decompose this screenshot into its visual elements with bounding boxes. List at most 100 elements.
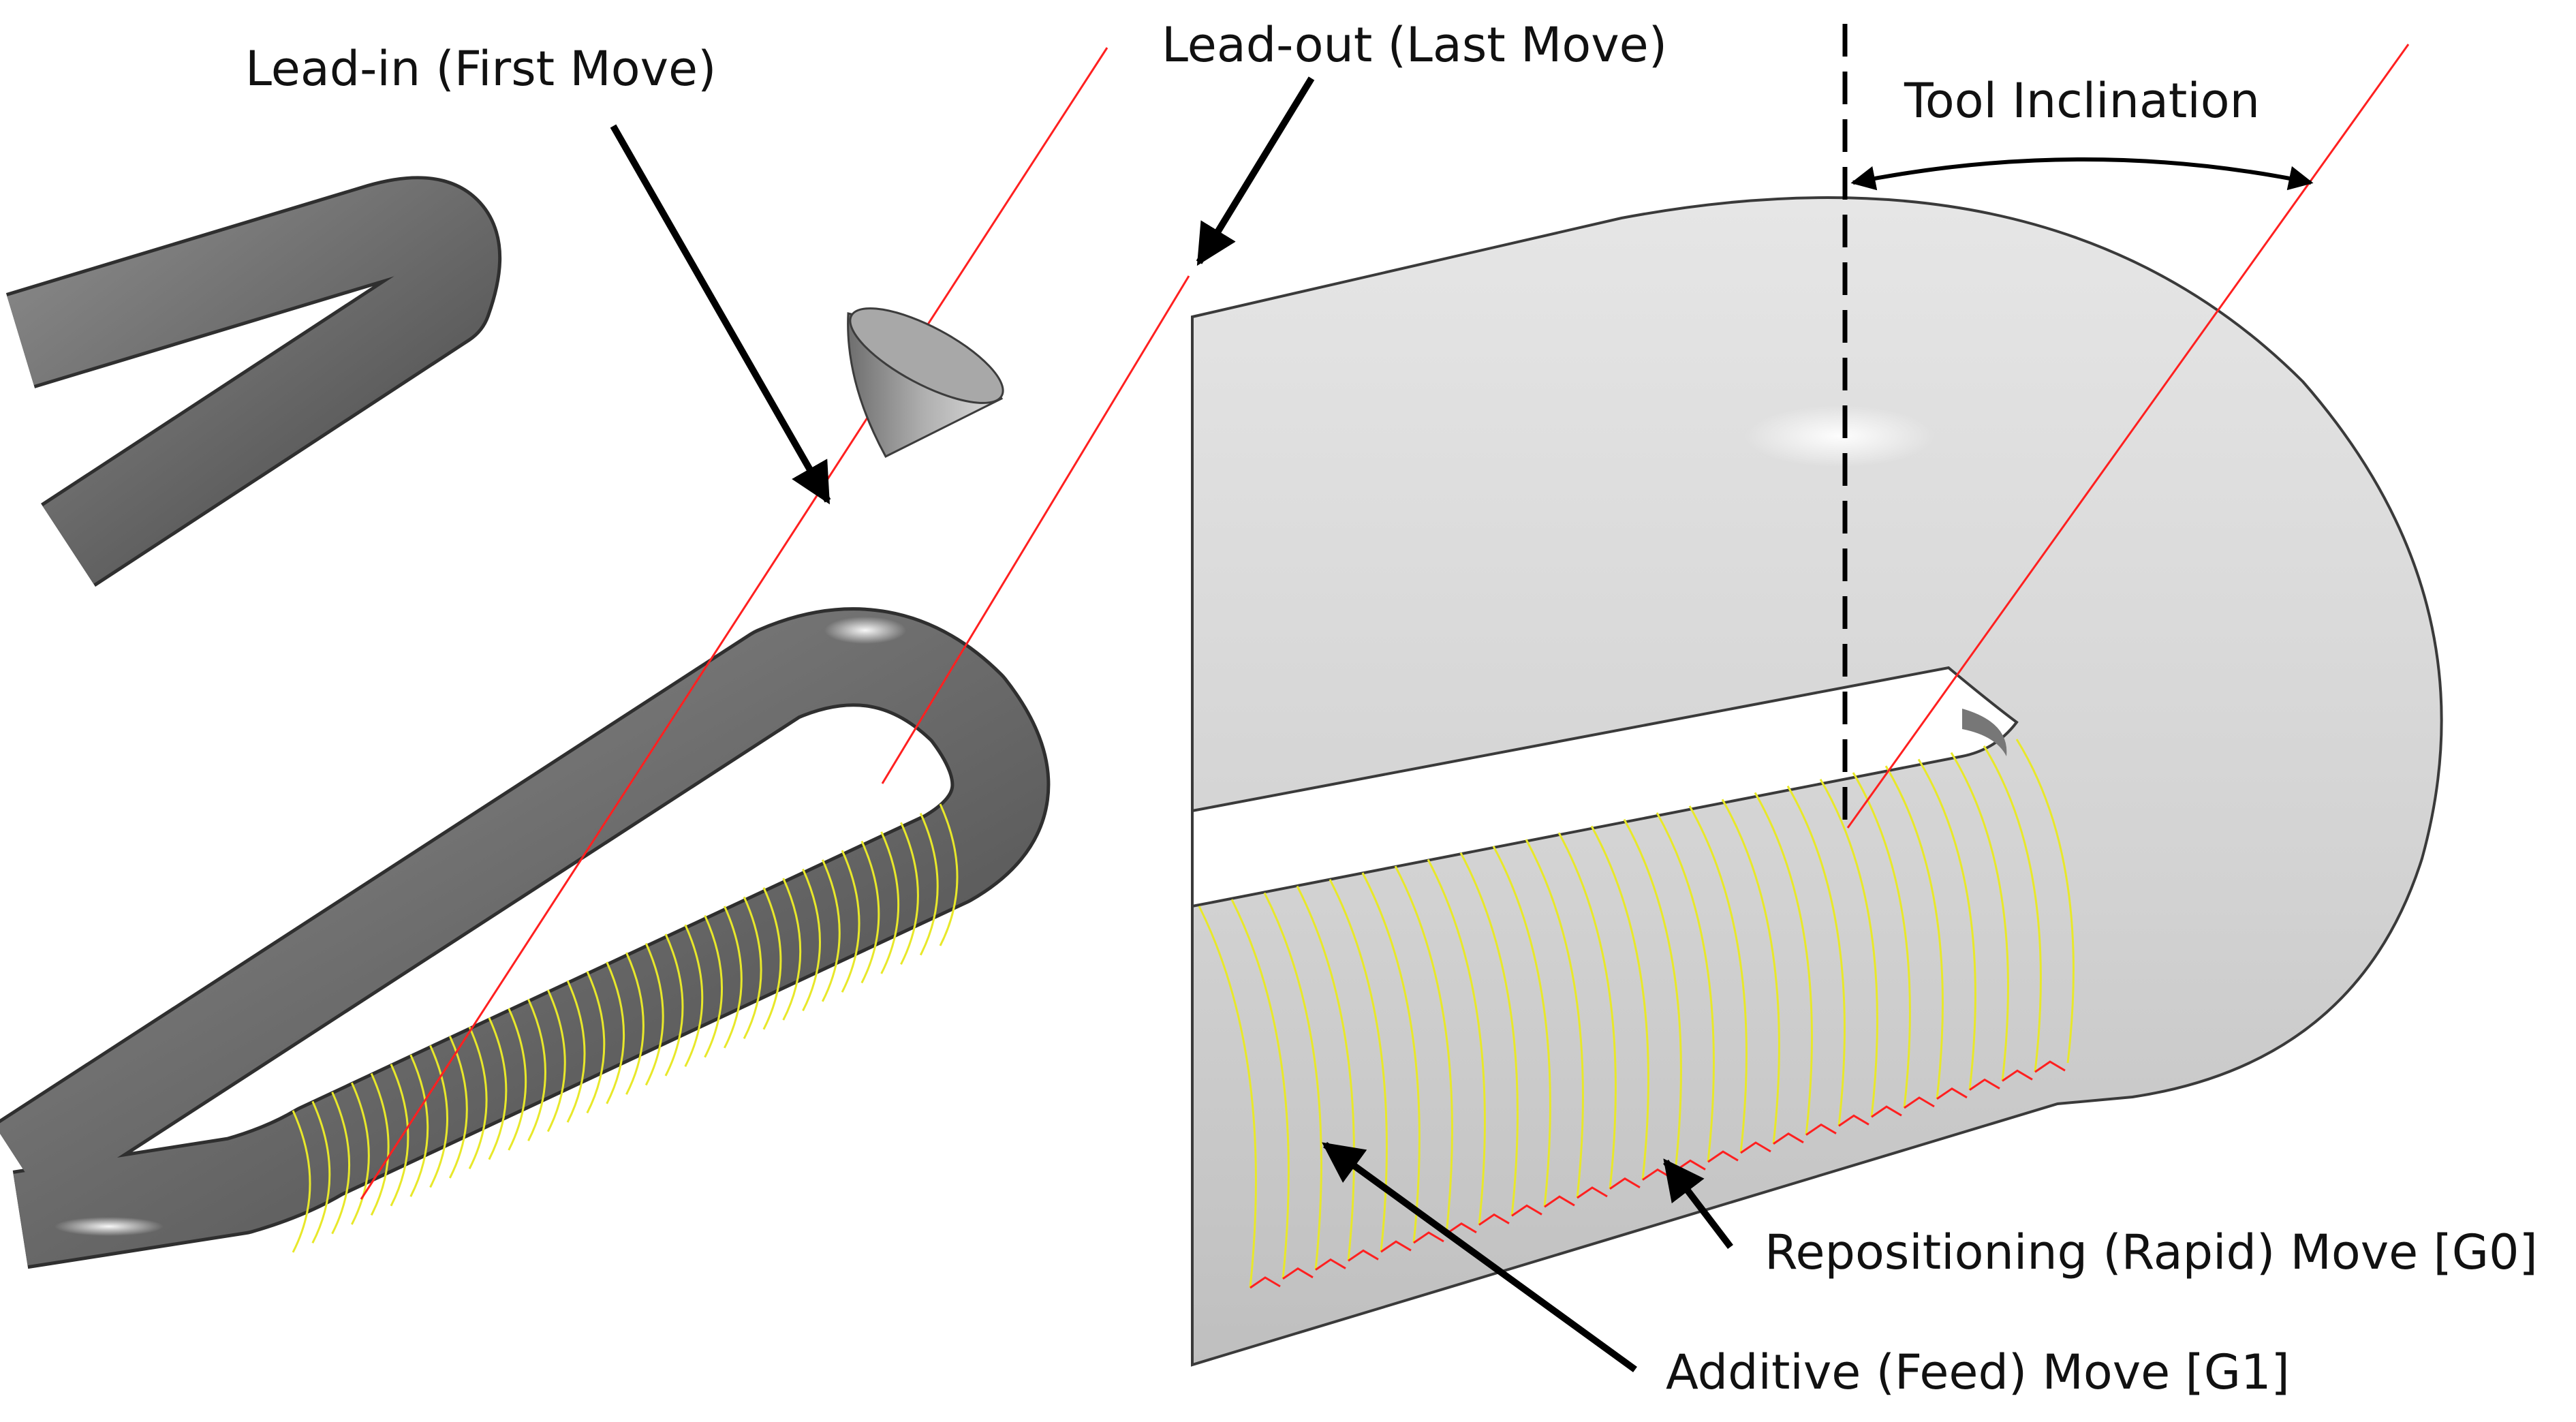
- right-feed-arc: [1786, 785, 1846, 1126]
- right-feed-arc: [1198, 906, 1257, 1288]
- left-feed-ring: [704, 915, 723, 1058]
- lead-in-tool-axis: [360, 47, 1108, 1200]
- additive-arrow: [1322, 1141, 1637, 1373]
- left-feed-ring: [939, 803, 959, 946]
- rapid-chevron: [1282, 1267, 1314, 1280]
- rapid-chevron: [1871, 1105, 1902, 1118]
- left-feed-ring: [900, 822, 919, 965]
- lower-pipe-highlight: [824, 617, 906, 644]
- rapid-chevron: [2034, 1060, 2066, 1073]
- left-feed-ring: [546, 989, 566, 1132]
- upper-pipe-highlight: [358, 150, 433, 177]
- left-feed-ring: [390, 1064, 409, 1207]
- right-feed-arc: [1263, 892, 1322, 1270]
- rapid-chevron: [1250, 1276, 1281, 1289]
- right-feed-arc: [1296, 885, 1355, 1261]
- lead-out-tool-axis: [881, 275, 1190, 784]
- rapid-chevron: [2002, 1069, 2033, 1082]
- closeup-pipe-highlight: [1744, 405, 1935, 467]
- right-feed-arc: [1525, 839, 1584, 1199]
- upper-pipe: [7, 179, 499, 584]
- left-feed-ring: [586, 970, 606, 1114]
- left-feed-ring: [782, 878, 802, 1021]
- lead-out-label: Lead-out (Last Move): [1162, 17, 1667, 73]
- right-feed-arc: [1459, 852, 1519, 1216]
- left-feed-ring: [508, 1008, 527, 1151]
- tool-inclination-label: Tool Inclination: [1904, 73, 2260, 129]
- rapid-chevron: [1577, 1186, 1608, 1199]
- right-feed-arcs: [1198, 739, 2075, 1289]
- left-feed-ring: [429, 1045, 448, 1188]
- right-feed-arc: [1917, 758, 1976, 1090]
- left-feed-ring: [802, 868, 821, 1012]
- closeup-pipe-inner-gap: [1191, 666, 2019, 908]
- right-feed-arc: [1721, 799, 1780, 1144]
- repositioning-move-label: Repositioning (Rapid) Move [G0]: [1765, 1224, 2538, 1280]
- rapid-chevron: [1544, 1195, 1575, 1208]
- left-feed-ring: [860, 840, 880, 984]
- left-feed-ring: [664, 933, 684, 1077]
- right-feed-arc: [1754, 792, 1813, 1135]
- rapid-chevron: [1380, 1240, 1412, 1253]
- left-feed-ring: [468, 1026, 488, 1169]
- right-feed-arc: [1623, 818, 1682, 1171]
- right-feed-arc: [1230, 899, 1290, 1279]
- rapid-chevron: [1805, 1123, 1837, 1136]
- left-feed-ring: [841, 850, 860, 993]
- lower-pipe-highlight-2: [55, 1217, 164, 1236]
- left-feed-ring: [625, 952, 645, 1095]
- lower-pipe: [0, 610, 1047, 1266]
- right-feed-arc: [1983, 745, 2042, 1072]
- right-feed-arc: [1656, 812, 1715, 1162]
- right-feed-arc: [1427, 859, 1486, 1225]
- inclined-tool-axis: [1846, 44, 2410, 829]
- rapid-chevron: [1936, 1087, 1968, 1100]
- right-feed-arc: [1361, 872, 1421, 1243]
- left-feed-rings: [292, 803, 959, 1253]
- rapid-chevron: [1904, 1096, 1935, 1109]
- left-feed-ring: [448, 1036, 468, 1179]
- left-feed-ring: [350, 1082, 370, 1225]
- rapid-chevron: [1740, 1141, 1771, 1154]
- right-feed-arc: [1884, 765, 1944, 1099]
- tool-inclination-arc: [1850, 157, 2314, 191]
- rapid-chevron: [1707, 1150, 1739, 1163]
- left-pipe-view: [0, 47, 1190, 1269]
- additive-move-label: Additive (Feed) Move [G1]: [1666, 1344, 2290, 1400]
- rapid-chevron: [1413, 1231, 1444, 1244]
- right-feed-arc: [1492, 846, 1551, 1207]
- right-feed-arc: [1688, 805, 1748, 1154]
- left-feed-ring: [645, 942, 664, 1086]
- right-feed-arc: [1557, 832, 1617, 1189]
- lead-in-label: Lead-in (First Move): [245, 41, 716, 97]
- rapid-chevron: [1838, 1114, 1869, 1127]
- rapid-chevron: [1511, 1204, 1542, 1217]
- left-feed-ring: [762, 887, 782, 1030]
- rapid-chevron: [1348, 1249, 1379, 1262]
- repositioning-arrow: [1663, 1158, 1733, 1250]
- lead-in-arrow: [610, 124, 831, 505]
- rapid-chevron: [1315, 1258, 1346, 1271]
- right-feed-arc: [1950, 752, 2009, 1081]
- rapid-chevron: [1609, 1177, 1641, 1190]
- left-feed-ring: [488, 1017, 508, 1160]
- callout-arrows: [610, 76, 1733, 1373]
- cone-tool-icon: [847, 307, 1004, 458]
- right-feed-arc: [1590, 825, 1649, 1180]
- right-feed-arc: [2015, 739, 2075, 1064]
- right-feed-arc: [1819, 779, 1878, 1117]
- closeup-pipe-cusp: [1962, 709, 2007, 756]
- left-feed-ring: [311, 1100, 331, 1244]
- rapid-chevron: [1969, 1078, 2000, 1091]
- right-pipe-view: [1191, 24, 2443, 1367]
- left-feed-ring: [292, 1110, 311, 1253]
- rapid-chevron: [1773, 1132, 1804, 1145]
- left-feed-ring: [684, 924, 704, 1067]
- left-feed-ring: [409, 1054, 429, 1197]
- left-feed-ring: [606, 961, 625, 1104]
- left-feed-ring: [919, 813, 939, 956]
- left-feed-ring: [723, 906, 743, 1049]
- right-feed-arc: [1394, 865, 1453, 1234]
- rapid-chevron: [1478, 1213, 1510, 1226]
